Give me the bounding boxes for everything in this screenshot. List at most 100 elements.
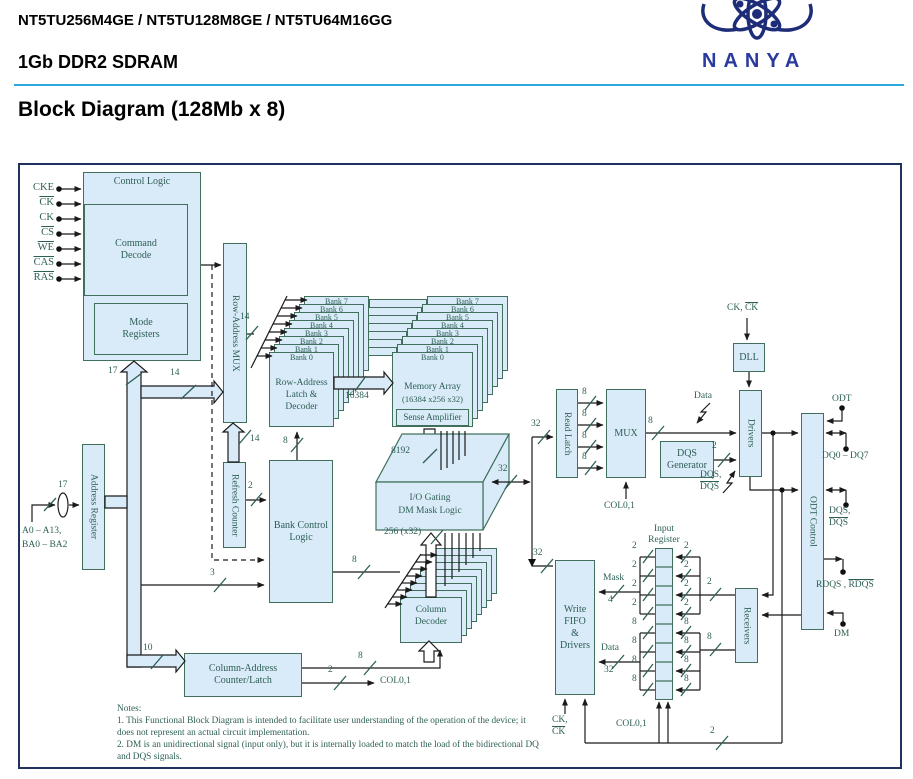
pin-odt: ODT <box>832 394 852 404</box>
block-label: Column-Address <box>208 663 278 674</box>
bus-width-label: 8 <box>632 617 637 627</box>
bus-width-label: 2 <box>248 481 253 491</box>
pin-ck-ckn-top: CK, CK <box>727 303 759 313</box>
block-row-address-mux: Row-Address MUX <box>223 243 247 423</box>
bank-label: Bank 1 <box>426 345 449 354</box>
block-label: Refresh Counter <box>229 473 240 537</box>
part-numbers: NT5TU256M4GE / NT5TU128M8GE / NT5TU64M16… <box>18 12 393 29</box>
pin-we-n: WE <box>37 242 54 253</box>
block-label: Command <box>115 238 157 249</box>
block-read-latch: Read Latch <box>556 389 578 478</box>
bus-width-label: 2 <box>684 579 689 589</box>
bus-width-label: 8 <box>684 674 689 684</box>
block-label: Drivers <box>745 419 756 448</box>
block-label: Memory Array <box>404 382 461 392</box>
block-label: Logic <box>289 531 313 543</box>
block-label: Counter/Latch <box>214 675 272 686</box>
signal-label: COL0,1 <box>616 719 647 729</box>
bus-width-label: 2 <box>632 541 637 551</box>
bus-width-label: 2 <box>684 598 689 608</box>
note-2: 2. DM is an unidirectional signal (input… <box>117 740 539 762</box>
block-label: (16384 x256 x32) <box>402 394 463 404</box>
pin-dqs: DQS, <box>829 506 851 516</box>
block-label: DQS <box>676 447 697 459</box>
pin-ras-n: RAS <box>33 272 54 283</box>
bus-width-label: 2 <box>684 541 689 551</box>
block-label: Register <box>648 535 680 545</box>
block-label: & <box>571 627 579 639</box>
block-label: Generator <box>667 459 707 471</box>
pin-rdqs: RDQS , RDQS <box>816 580 874 590</box>
product-title: 1Gb DDR2 SDRAM <box>18 52 179 72</box>
signal-label: Mask <box>603 573 625 583</box>
block-bank-control-logic: Bank Control Logic <box>269 460 333 603</box>
bank-label: Bank 0 <box>421 353 444 362</box>
bus-width-label: 2 <box>328 665 333 675</box>
bus-width-label: 3 <box>210 568 215 578</box>
block-mode-registers: Mode Registers <box>94 303 188 355</box>
bank-label: Bank 3 <box>436 329 459 338</box>
notes: Notes: 1. This Functional Block Diagram … <box>117 703 541 763</box>
bus-width-label: 32 <box>604 665 614 675</box>
block-label: Decode <box>120 250 152 261</box>
signal-label: COL0,1 <box>380 676 411 686</box>
note-1: 1. This Functional Block Diagram is inte… <box>117 716 526 738</box>
block-label: Sense Amplifier <box>403 412 462 422</box>
block-label: Control Logic <box>113 176 171 187</box>
bus-width-label: 32 <box>498 464 508 474</box>
bus-width-label: 8192 <box>391 446 410 456</box>
pin-cas-n: CAS <box>33 257 54 268</box>
bus-width-label: 8 <box>582 387 587 397</box>
block-label: Address Register <box>88 474 99 540</box>
block-label: MUX <box>614 427 638 439</box>
block-label: ODT Control <box>807 496 818 547</box>
block-sense-amplifier: Sense Amplifier <box>396 409 469 426</box>
bank-label: Bank 7 <box>456 297 479 306</box>
bank-label: Bank 2 <box>300 337 323 346</box>
bus-width-label: 2 <box>707 577 712 587</box>
pin-dm: DM <box>834 629 850 639</box>
bus-width-label: 17 <box>58 480 68 490</box>
pin-bank-address: BA0 – BA2 <box>22 540 68 550</box>
bus-width-label: 8 <box>582 431 587 441</box>
bank-label: Bank 6 <box>320 305 343 314</box>
bus-width-label: 2 <box>632 579 637 589</box>
block-column-address-counter: Column-Address Counter/Latch <box>184 653 302 697</box>
bus-width-label: 8 <box>707 632 712 642</box>
bus-width-label: 8 <box>684 655 689 665</box>
pin-dqs-gen-out-2: DQS <box>700 482 720 492</box>
pin-cke: CKE <box>33 182 54 193</box>
bus-width-label: 2 <box>712 441 717 451</box>
bus-width-label: 256 (x32) <box>384 527 422 537</box>
bank-label: Bank 5 <box>446 313 469 322</box>
block-address-register: Address Register <box>82 444 105 570</box>
bank-bus-strip <box>369 299 427 308</box>
block-label: Mode <box>129 317 153 328</box>
block-label: Input <box>653 524 675 534</box>
bus-width-label: 4 <box>608 595 613 605</box>
block-mux: MUX <box>606 389 646 478</box>
signal-label: COL0,1 <box>604 501 635 511</box>
brand-wordmark: NANYA <box>702 50 807 72</box>
notes-title: Notes: <box>117 704 142 714</box>
bus-width-label: 14 <box>240 312 250 322</box>
bus-width-label: 2 <box>710 726 715 736</box>
pin-dqs-gen-out-1: DQS, <box>700 470 722 480</box>
bank-label: Bank 1 <box>295 345 318 354</box>
bus-width-label: 8 <box>632 674 637 684</box>
block-label: DM Mask Logic <box>398 506 462 516</box>
pin-ck-n: CK <box>39 197 54 208</box>
bus-width-label: 2 <box>684 560 689 570</box>
bus-width-label: 8 <box>352 555 357 565</box>
bank-label: Bank 7 <box>325 297 348 306</box>
bus-width-label: 8 <box>582 409 587 419</box>
bus-width-label: 14 <box>250 434 260 444</box>
bus-width-label: 8 <box>283 436 288 446</box>
block-refresh-counter: Refresh Counter <box>223 462 246 548</box>
bank-label: Bank 0 <box>290 353 313 362</box>
block-label: Receivers <box>741 606 752 645</box>
pin-dqs-n: DQS <box>829 518 849 528</box>
bus-width-label: 32 <box>531 419 541 429</box>
block-label: I/O Gating <box>409 493 451 503</box>
